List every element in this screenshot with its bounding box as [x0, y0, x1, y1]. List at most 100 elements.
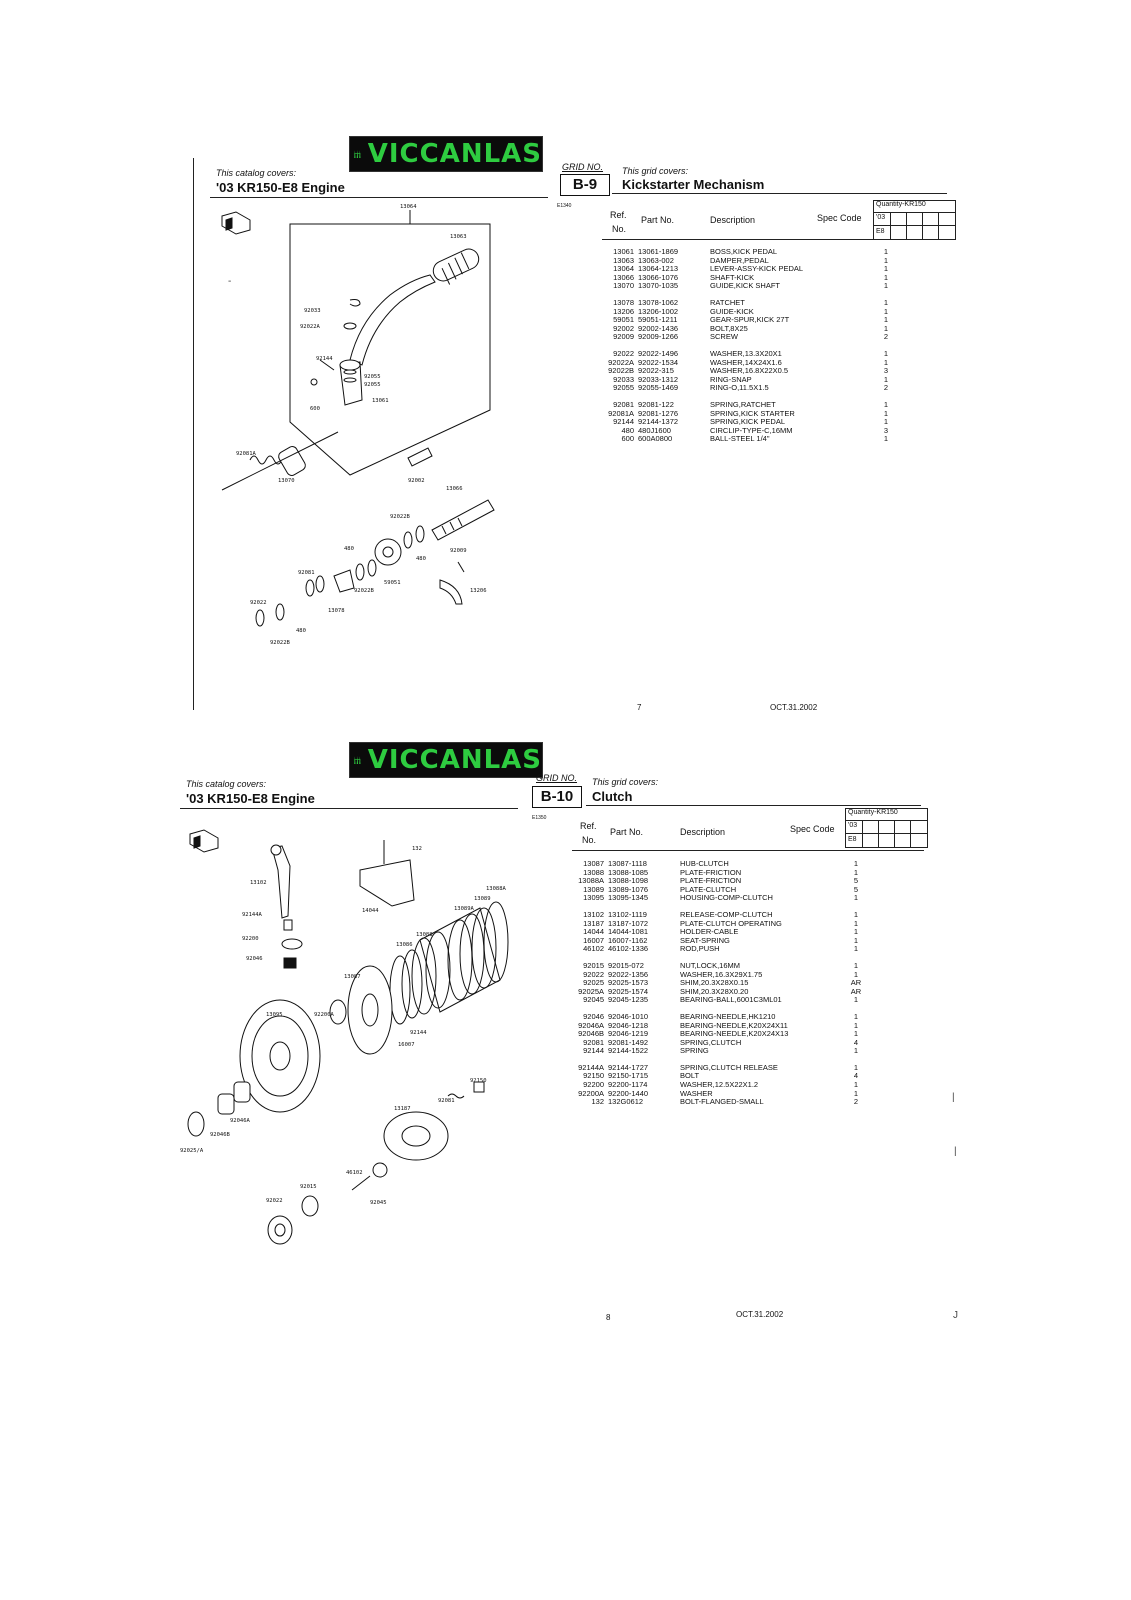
page-number: 8: [606, 1313, 611, 1322]
callout-label: 92081: [438, 1098, 455, 1104]
no-header: No.: [582, 835, 597, 845]
callout-label: 13095: [266, 1012, 283, 1018]
callout-label: 13088: [416, 932, 433, 938]
callout-label: 132: [412, 846, 422, 852]
catalog-title: '03 KR150-E8 Engine: [216, 180, 345, 195]
spec-code-header: Spec Code: [817, 213, 862, 223]
stray-mark: |: [952, 1092, 955, 1103]
description-header: Description: [680, 827, 726, 837]
callout-label: 92144: [410, 1030, 427, 1036]
callout-label: 92055: [364, 382, 381, 388]
illustration-code: E1340: [557, 203, 572, 209]
callout-label: 92144A: [242, 912, 263, 918]
grid-number-label: GRID NO.: [536, 773, 578, 783]
callout-label: 13061: [372, 398, 389, 404]
grid-title-underline: [586, 805, 921, 806]
callout-label: 92022A: [300, 324, 321, 330]
callout-label: 14044: [362, 908, 379, 914]
callout-label: 92002: [408, 478, 425, 484]
callout-label: 92009: [450, 548, 467, 554]
callout-label: 92081: [298, 570, 315, 576]
callout-label: 92200: [242, 936, 259, 942]
callout-label: 480: [296, 628, 306, 634]
spec-code-header: Spec Code: [790, 824, 835, 834]
catalog-title: '03 KR150-E8 Engine: [186, 791, 315, 806]
part-no-header: Part No.: [610, 827, 644, 837]
front-arrow-icon: [189, 829, 219, 853]
qty-col-model: E8: [848, 836, 857, 843]
brand-logo: VICCANLAS: [349, 742, 543, 778]
callout-label: 13089: [474, 896, 491, 902]
grid-number: B-10: [532, 786, 582, 808]
callout-label: 480: [416, 556, 426, 562]
brand-text: VICCANLAS: [367, 139, 542, 169]
callout-label: 92022: [250, 600, 267, 606]
callout-label: 480: [344, 546, 354, 552]
illustration-code: E1350: [532, 815, 547, 821]
stray-mark: |: [954, 1146, 957, 1157]
grid-title-underline: [612, 193, 947, 194]
front-arrow-icon: [221, 211, 251, 235]
callout-label: 16007: [398, 1042, 415, 1048]
callout-label: 92200A: [314, 1012, 335, 1018]
no-header: No.: [612, 224, 627, 234]
callout-label: 92055: [364, 374, 381, 380]
callout-label: 13064: [400, 204, 417, 210]
catalog-covers-label: This catalog covers:: [186, 779, 267, 789]
callout-label: 92022B: [390, 514, 411, 520]
part-no-header: Part No.: [641, 215, 675, 225]
callout-label: 92022: [266, 1198, 283, 1204]
callout-label: 13088A: [486, 886, 507, 892]
revision-date: OCT.31.2002: [770, 703, 818, 712]
callout-label: 59051: [384, 580, 401, 586]
grid-title: Kickstarter Mechanism: [622, 177, 765, 192]
header-underline: [602, 239, 954, 240]
quantity-box: Quantity-KR150 '03 E8: [873, 200, 956, 240]
grid-covers-label: This grid covers:: [592, 777, 659, 787]
callout-label: 92033: [304, 308, 321, 314]
revision-date: OCT.31.2002: [736, 1310, 784, 1319]
catalog-covers-label: This catalog covers:: [216, 168, 297, 178]
callout-label: 92081A: [236, 451, 257, 457]
kickstarter-exploded-diagram: 13064 13063 92033 92022A 92144 92055 920…: [221, 204, 495, 646]
grid-number: B-9: [560, 174, 610, 196]
callout-label: 13089A: [454, 906, 475, 912]
callout-label: 92015: [300, 1184, 317, 1190]
